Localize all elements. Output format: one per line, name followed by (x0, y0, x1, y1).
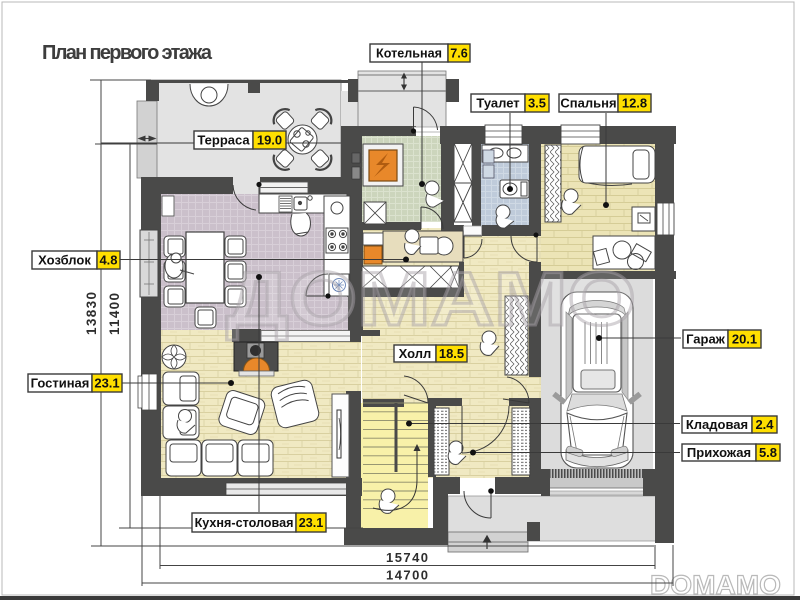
svg-text:11400: 11400 (107, 293, 122, 335)
svg-text:4.8: 4.8 (99, 253, 117, 268)
svg-text:12.8: 12.8 (622, 96, 647, 111)
svg-text:5.8: 5.8 (759, 445, 777, 460)
svg-text:3.5: 3.5 (528, 96, 546, 111)
svg-text:19.0: 19.0 (257, 133, 282, 148)
svg-text:Котельная: Котельная (376, 47, 442, 61)
svg-text:18.5: 18.5 (439, 346, 464, 361)
svg-text:Туалет: Туалет (476, 96, 519, 111)
svg-text:13830: 13830 (84, 292, 99, 335)
svg-text:ДОМАМО: ДОМАМО (226, 257, 636, 342)
svg-text:14700: 14700 (386, 568, 428, 583)
svg-text:Прихожая: Прихожая (687, 445, 751, 460)
svg-text:Спальня: Спальня (560, 96, 616, 111)
svg-text:Холл: Холл (399, 346, 432, 361)
svg-text:Кухня-столовая: Кухня-столовая (195, 516, 294, 530)
svg-text:Хозблок: Хозблок (38, 253, 91, 268)
svg-text:Кладовая: Кладовая (686, 417, 748, 432)
svg-text:15740: 15740 (386, 550, 428, 565)
svg-text:7.6: 7.6 (450, 47, 468, 61)
svg-text:23.1: 23.1 (94, 376, 119, 391)
svg-text:Гостиная: Гостиная (31, 376, 90, 391)
svg-text:Терраса: Терраса (197, 133, 250, 148)
svg-text:23.1: 23.1 (299, 516, 324, 530)
svg-text:2.4: 2.4 (755, 417, 774, 432)
svg-text:План первого этажа: План первого этажа (42, 42, 213, 64)
svg-text:Гараж: Гараж (686, 332, 726, 347)
svg-text:20.1: 20.1 (732, 332, 757, 347)
